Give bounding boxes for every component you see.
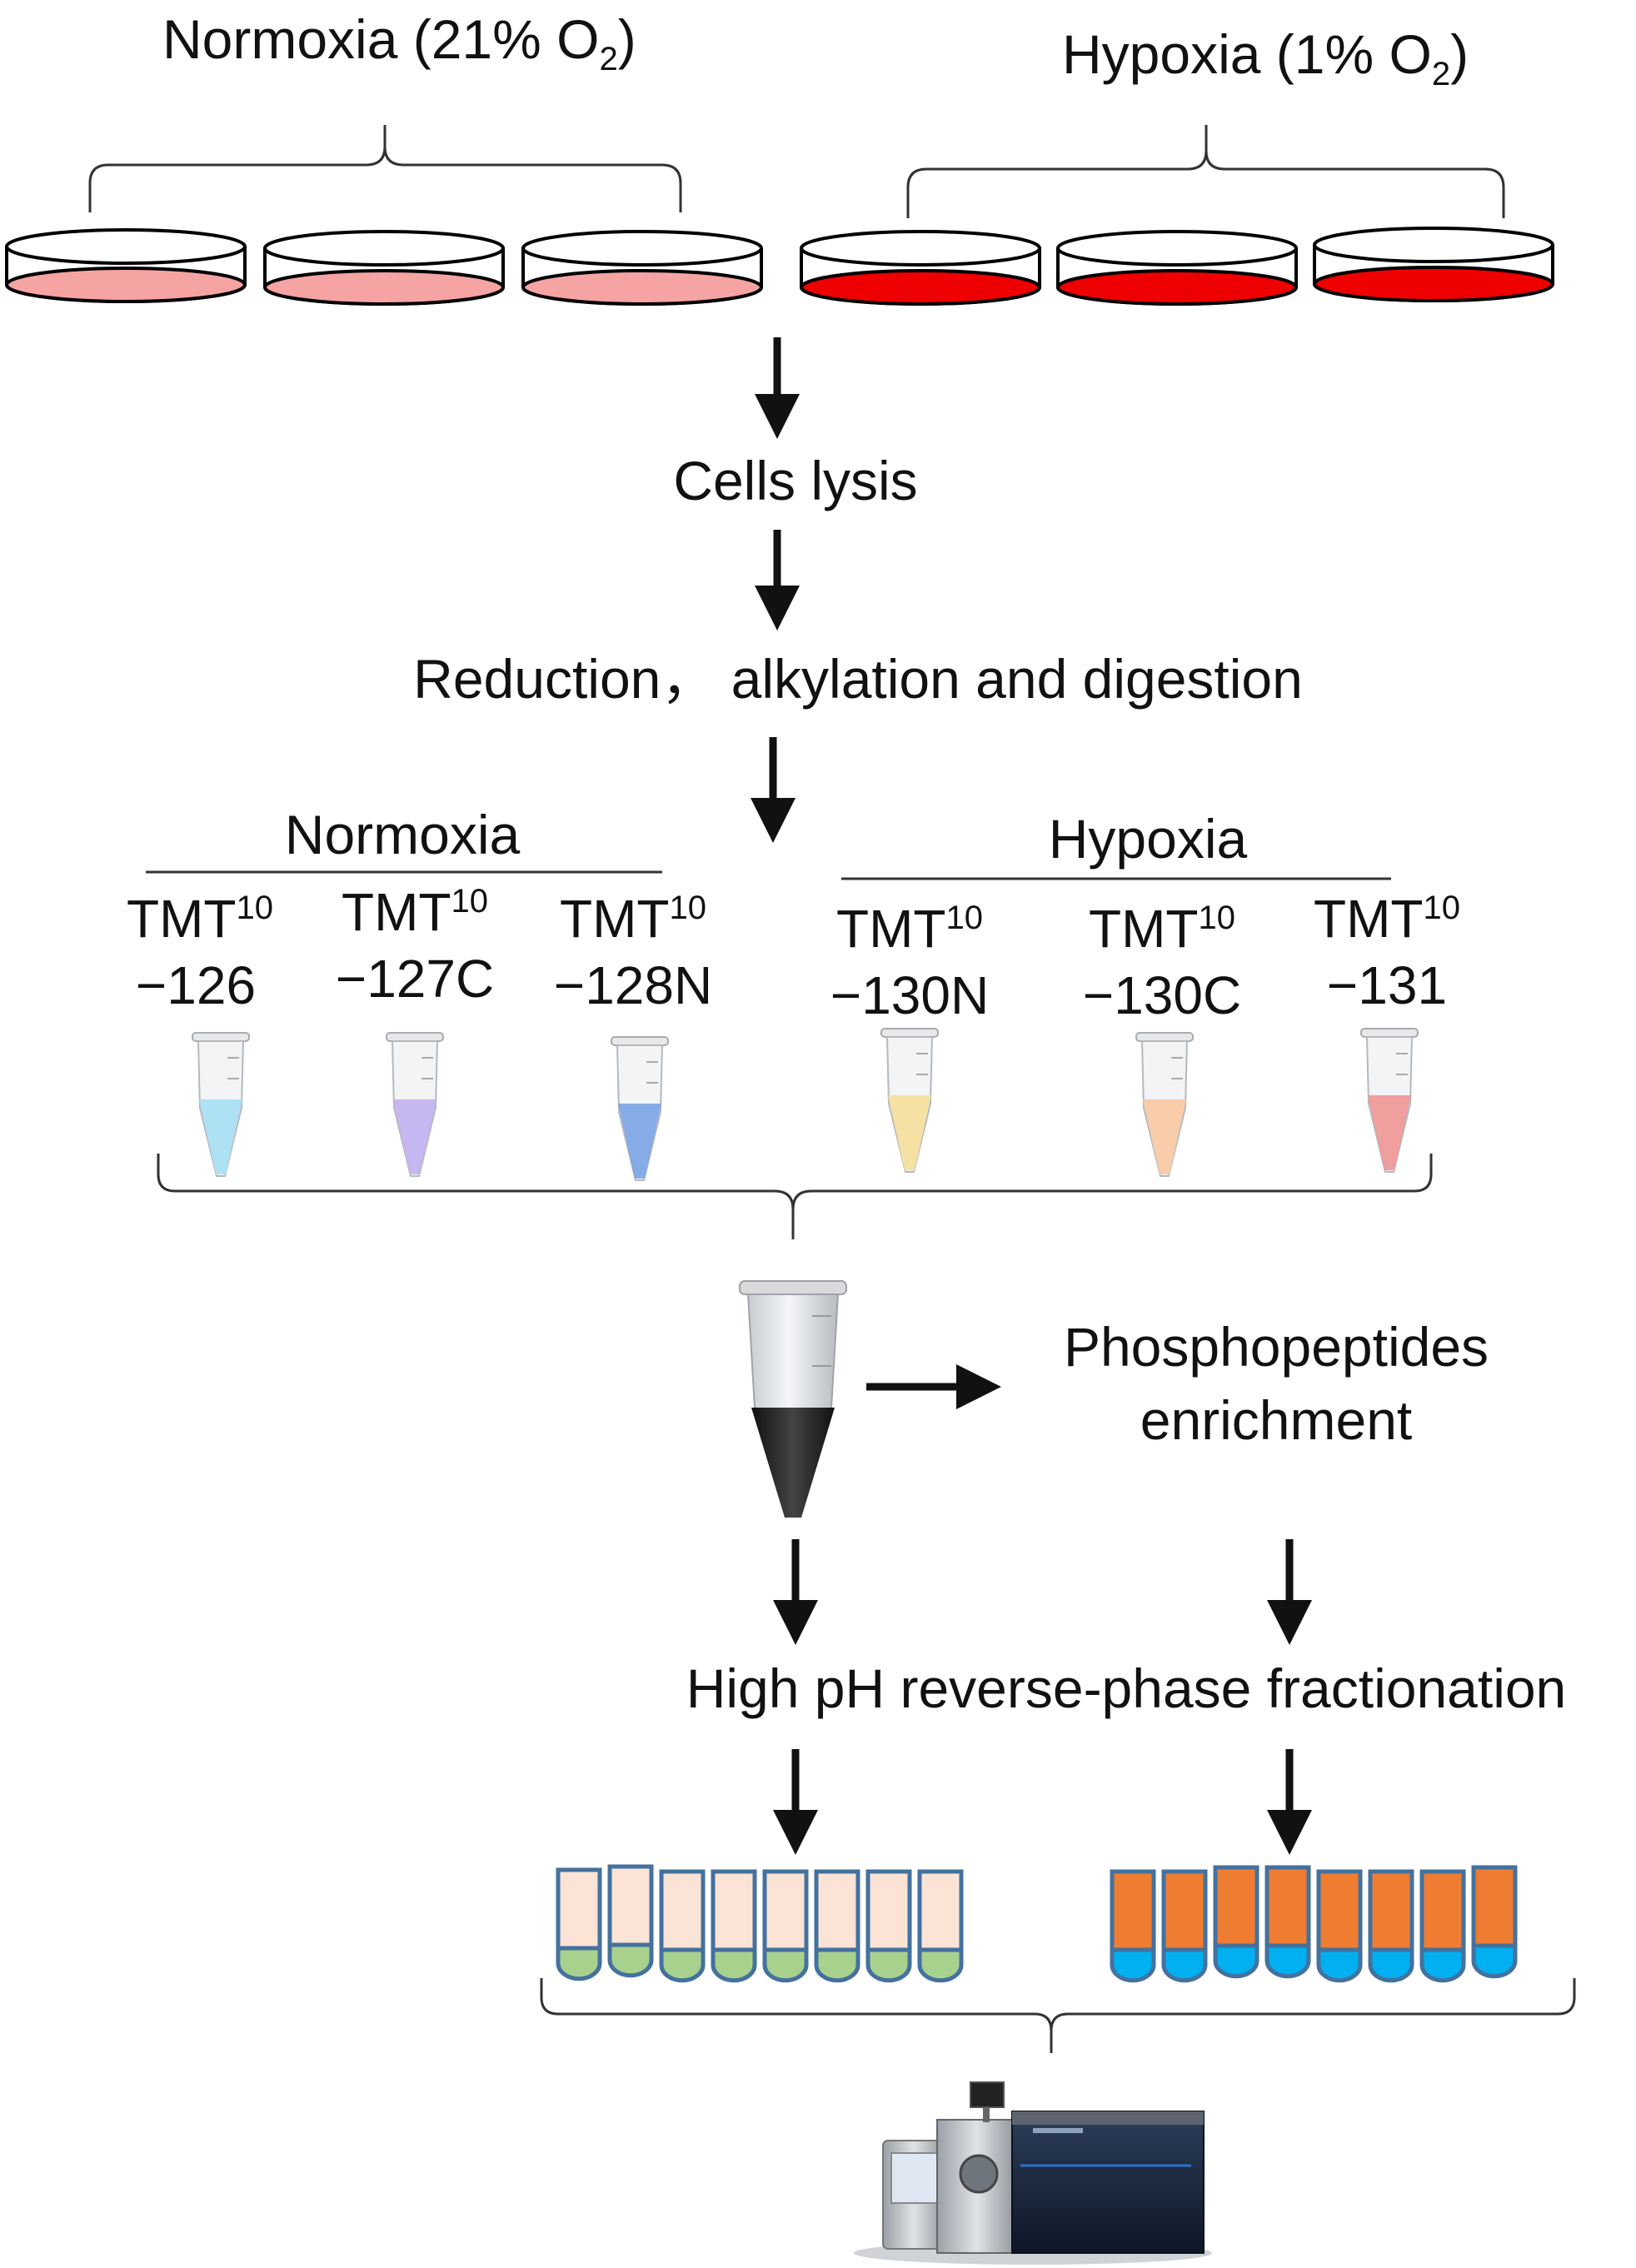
fraction-tube-icon (865, 1869, 912, 1983)
fraction-tubes-left (556, 1864, 964, 1983)
dish-medium (521, 269, 763, 306)
normoxia-condition-label: Normoxia (21% O2) (162, 8, 636, 77)
sample-tube-icon (880, 1028, 939, 1173)
fraction-tube-icon (1264, 1865, 1311, 1979)
pooled-sample-tube (739, 1280, 847, 1518)
sample-tube-icon (1135, 1032, 1194, 1177)
step-reduction-alkylation-digestion: Reduction， alkylation and digestion (413, 648, 1303, 710)
fraction-tube-icon (556, 1867, 602, 1981)
svg-text:−128N: −128N (554, 955, 712, 1015)
svg-text:−130C: −130C (1083, 965, 1241, 1025)
sample-tube-icon (386, 1032, 444, 1177)
svg-text:TMT10: TMT10 (342, 882, 488, 942)
fraction-tubes-right (1110, 1865, 1518, 1983)
tmt-label-131: TMT10 −131 (1314, 889, 1460, 1015)
tmt-label-130c: TMT10 −130C (1083, 899, 1241, 1025)
mass-spectrometer-icon (854, 2081, 1212, 2265)
fraction-tube-icon (607, 1864, 654, 1978)
fraction-tube-icon (1368, 1869, 1414, 1983)
dish-medium (263, 269, 505, 306)
tmt-label-128n: TMT10 −128N (554, 889, 712, 1015)
normoxia-dish-3 (521, 230, 763, 306)
svg-text:TMT10: TMT10 (560, 889, 706, 949)
svg-text:−126: −126 (136, 955, 256, 1015)
dish-medium (5, 267, 247, 303)
dish-medium (1056, 269, 1298, 306)
fraction-tube-icon (1213, 1865, 1259, 1979)
dish-medium (1313, 266, 1554, 302)
hypoxia-condition-label: Hypoxia (1% O2) (1062, 23, 1469, 92)
hypoxia-dish-3 (1313, 227, 1554, 302)
svg-text:TMT10: TMT10 (127, 889, 273, 949)
fractions-combine-brace (540, 1978, 1576, 2053)
sample-tube-icon (1360, 1028, 1419, 1173)
hypoxia-top-brace (906, 125, 1505, 218)
group-label-hypoxia: Hypoxia (1049, 808, 1248, 870)
fraction-tube-icon (1316, 1869, 1363, 1983)
svg-text:−130N: −130N (830, 965, 989, 1025)
fraction-tube-icon (814, 1869, 860, 1983)
sample-tube-icon (611, 1036, 669, 1181)
tmt-label-126: TMT10 −126 (127, 889, 273, 1015)
fraction-tube-icon (1419, 1869, 1466, 1983)
svg-text:TMT10: TMT10 (836, 899, 983, 959)
group-label-normoxia: Normoxia (285, 804, 521, 865)
dish-medium (800, 269, 1041, 306)
fraction-tube-icon (1471, 1865, 1518, 1979)
svg-text:TMT10: TMT10 (1314, 889, 1460, 949)
step-high-ph-fractionation: High pH reverse-phase fractionation (686, 1657, 1567, 1719)
tmt-label-130n: TMT10 −130N (830, 899, 989, 1025)
svg-text:−127C: −127C (336, 949, 494, 1009)
tmt-label-127c: TMT10 −127C (336, 882, 494, 1009)
normoxia-top-brace (88, 125, 682, 212)
fraction-tube-icon (917, 1869, 964, 1983)
fraction-tube-icon (1110, 1869, 1156, 1983)
normoxia-dish-2 (263, 230, 505, 306)
svg-text:TMT10: TMT10 (1089, 899, 1235, 959)
step-cells-lysis: Cells lysis (673, 450, 917, 511)
fraction-tube-icon (1161, 1869, 1208, 1983)
hypoxia-dish-2 (1056, 230, 1298, 306)
svg-text:−131: −131 (1327, 955, 1447, 1015)
tmt-combine-brace (157, 1154, 1433, 1239)
sample-tube-icon (192, 1032, 250, 1177)
fraction-tube-icon (711, 1869, 757, 1983)
fraction-tube-icon (762, 1869, 809, 1983)
normoxia-dish-1 (5, 228, 247, 303)
hypoxia-dish-1 (800, 230, 1041, 306)
tmt-tubes (192, 1028, 1419, 1181)
fraction-tube-icon (659, 1869, 706, 1983)
